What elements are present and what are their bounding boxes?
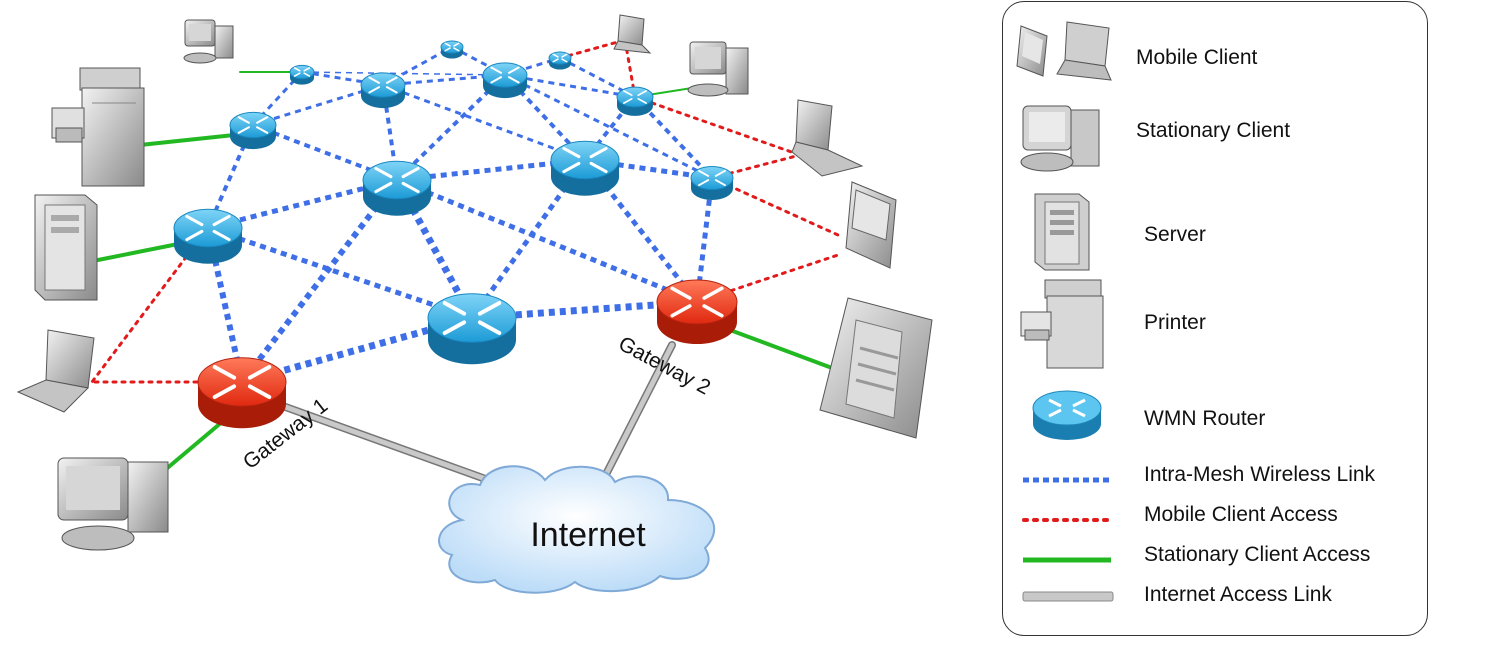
- mobile-client-icon: [16, 329, 95, 413]
- wmn-router-icon: [690, 165, 734, 201]
- legend-label-server: Server: [1144, 223, 1206, 246]
- server-icon: [1034, 193, 1090, 271]
- mobile-client-icon: [1016, 21, 1112, 81]
- stationary-client-icon: [57, 457, 169, 551]
- legend-panel: Mobile Client Stationary Client Server P…: [1002, 1, 1428, 636]
- printer-icon: [1020, 279, 1104, 369]
- legend-label-wmn-router: WMN Router: [1144, 407, 1266, 430]
- wmn-routers: [173, 40, 738, 429]
- internet-link-line: [1022, 591, 1114, 602]
- wmn-router-icon: [440, 40, 464, 59]
- wmn-router-icon: [550, 140, 620, 196]
- client-devices: [16, 14, 933, 551]
- wmn-router-icon: [360, 72, 406, 109]
- mobile-client-icon: [613, 14, 652, 54]
- legend-label-stationary-access: Stationary Client Access: [1144, 543, 1371, 566]
- legend-label-intra-mesh: Intra-Mesh Wireless Link: [1144, 463, 1376, 486]
- wmn-router-icon: [173, 208, 243, 264]
- mobile-access-line: [1022, 518, 1113, 522]
- stationary-access-line: [1023, 557, 1111, 563]
- internet-access-links: [276, 341, 676, 499]
- server-icon: [819, 297, 933, 439]
- gateway2-router-icon: [656, 279, 738, 344]
- wmn-router-icon: [229, 111, 277, 150]
- wmn-router-icon: [362, 160, 432, 216]
- stationary-client-icon: [687, 41, 749, 97]
- gateway1-router-icon: [197, 357, 287, 429]
- legend-label-printer: Printer: [1144, 311, 1206, 334]
- internet-label: Internet: [530, 516, 646, 554]
- stationary-client-icon: [183, 19, 234, 64]
- wmn-router-icon: [1032, 390, 1102, 440]
- stationary-client-icon: [1020, 105, 1100, 172]
- printer-icon: [51, 67, 145, 187]
- wmn-router-icon: [548, 51, 572, 70]
- legend-label-mobile-access: Mobile Client Access: [1144, 503, 1338, 526]
- legend-label-internet-link: Internet Access Link: [1144, 583, 1332, 606]
- mobile-client-icon: [845, 181, 897, 269]
- legend-label-stationary-client: Stationary Client: [1136, 119, 1291, 142]
- internet-cloud: Internet: [438, 465, 716, 594]
- server-icon: [34, 194, 98, 301]
- wmn-router-icon: [289, 64, 315, 85]
- intra-mesh-link-line: [1023, 477, 1111, 483]
- wmn-router-icon: [482, 62, 528, 99]
- wmn-router-icon: [427, 293, 517, 365]
- legend-label-mobile-client: Mobile Client: [1136, 46, 1258, 69]
- mobile-client-icon: [791, 99, 864, 177]
- wmn-diagram: Internet Gateway 1 Gateway 2: [16, 14, 933, 594]
- wmn-router-icon: [616, 86, 654, 116]
